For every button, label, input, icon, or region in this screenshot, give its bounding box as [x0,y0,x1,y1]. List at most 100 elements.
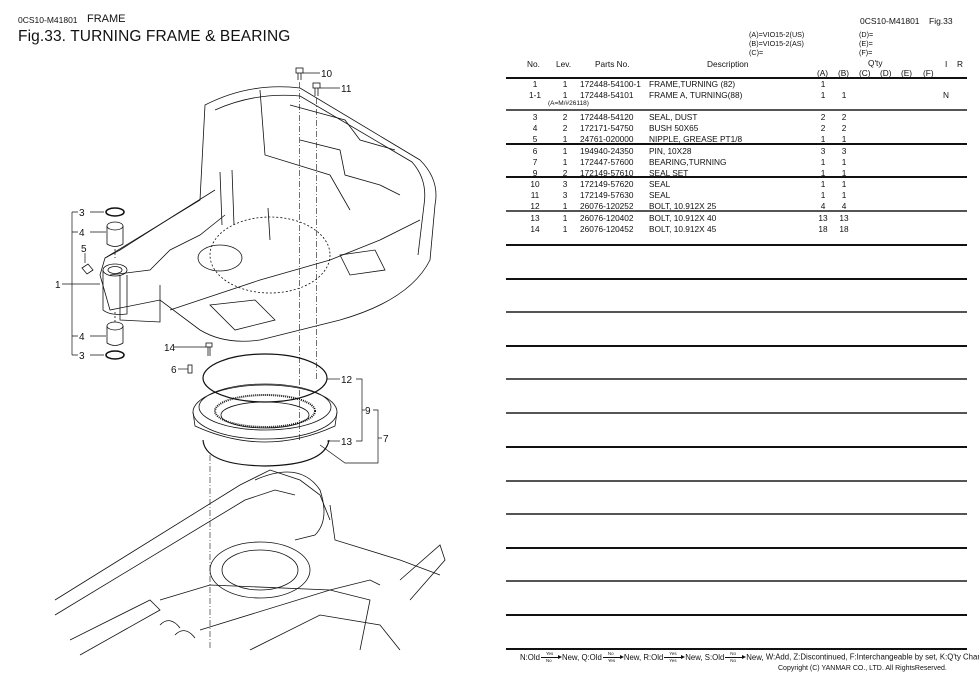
row-group-rule [506,176,967,178]
cell-qty-b: 13 [839,213,849,223]
serial-note: (A=M/#26118) [548,100,589,107]
cell-description: SEAL [649,190,671,200]
legend-code: S:Old [704,652,725,662]
figure-title: Fig.33. TURNING FRAME & BEARING [18,28,291,45]
bolt-14-icon [205,342,213,356]
cell-description: SEAL [649,179,671,189]
legend-target: New, [561,652,580,662]
cell-parts-no: 172448-54100-1 [580,79,641,89]
callout-5: 5 [81,244,87,255]
cell-parts-no: 172448-54120 [580,112,634,122]
model-a: (A)=VIO15-2(US) [749,30,805,39]
cell-qty-a: 2 [820,123,826,133]
arrow-bottom-label: No [545,658,552,663]
legend-target: New, [685,652,703,662]
cell-lev: 3 [562,179,568,189]
cell-no: 5 [532,134,538,144]
cell-parts-no: 26076-120452 [580,224,634,234]
empty-row-rule [506,580,967,582]
header-rule [506,77,967,79]
callout-10: 12 [341,375,353,386]
cell-qty-b: 1 [841,179,847,189]
cell-parts-no: 26076-120402 [580,213,634,223]
cell-no: 6 [532,146,538,156]
legend-code: N:Old [520,652,540,662]
cell-lev: 2 [562,112,568,122]
undercarriage-illustration [54,469,446,656]
cell-no: 12 [530,201,540,211]
cell-no: 1-1 [529,90,541,100]
cell-qty-b: 1 [841,168,847,178]
callout-4-bottom: 4 [79,332,85,343]
cell-lev: 1 [562,157,568,167]
col-header-qty: Q'ty [868,58,883,68]
cell-lev: 3 [562,190,568,200]
document-code-right: 0CS10-M41801 [860,16,920,26]
cell-lev: 1 [562,79,568,89]
row-group-rule [506,210,967,212]
row-group-rule [506,143,967,145]
arrow-top-label: Yes [545,651,554,656]
copyright: Copyright (C) YANMAR CO., LTD. All Right… [778,665,947,672]
cell-qty-a: 1 [820,90,826,100]
cell-description: SEAL, DUST [649,112,698,122]
cell-qty-b: 1 [841,134,847,144]
cell-no: 7 [532,157,538,167]
cell-description: BOLT, 10.912X 45 [649,224,717,234]
cell-description: SEAL SET [649,168,689,178]
cell-qty-b: 2 [841,112,847,122]
cell-parts-no: 172149-57610 [580,168,634,178]
dust-seal-bottom-icon [105,350,125,360]
legend-code: R:Old [643,652,664,662]
cell-description: PIN, 10X28 [649,146,692,156]
legend-tail: W:Add, Z:Discontinued, F:Interchangeable… [765,652,979,662]
cell-parts-no: 26076-120252 [580,201,634,211]
arrow-top-label: No [607,651,614,656]
cell-description: BEARING,TURNING [649,157,727,167]
cell-parts-no: 172149-57630 [580,190,634,200]
bolt-12-icon [295,67,304,440]
cell-lev: 2 [562,168,568,178]
arrow-top-label: Yes [669,651,677,656]
col-header-qty-a: (A) [817,68,829,78]
cell-qty-b: 1 [841,90,847,100]
cell-qty-a: 4 [820,201,826,211]
cell-lev: 2 [562,123,568,133]
empty-row-rule [506,311,967,313]
cell-qty-a: 2 [820,112,826,122]
empty-row-rule [506,547,967,549]
cell-qty-b: 1 [841,157,847,167]
cell-qty-b: 1 [841,190,847,200]
empty-row-rule [506,614,967,616]
cell-qty-b: 4 [841,201,847,211]
turning-frame-illustration [99,86,437,342]
callout-leaders [62,72,382,464]
turning-bearing-icon [192,383,338,443]
col-header-no: No. [527,59,540,69]
cell-description: BOLT, 10.912X 40 [649,213,717,223]
bolt-13-icon [312,82,321,380]
cell-qty-a: 1 [820,79,826,89]
exploded-parts-diagram: 10 11 3 4 5 1 4 3 14 6 12 13 9 7 [54,67,446,656]
col-header-r: R [957,59,963,69]
empty-row-rule [506,412,967,414]
col-header-qty-e: (E) [901,68,913,78]
model-b: (B)=VIO15-2(AS) [749,39,804,48]
col-header-qty-d: (D) [880,68,892,78]
cell-qty-a: 1 [820,168,826,178]
seal-11-icon [202,439,330,467]
cell-i: N [943,90,949,100]
pin-6-icon [187,364,193,374]
col-header-qty-f: (F) [923,68,934,78]
cell-qty-a: 1 [820,179,826,189]
callout-1: 1 [55,280,61,291]
dust-seal-top-icon [105,207,125,217]
seal-10-icon [202,353,328,403]
bush-bottom-icon [106,321,124,346]
cell-lev: 1 [562,224,568,234]
